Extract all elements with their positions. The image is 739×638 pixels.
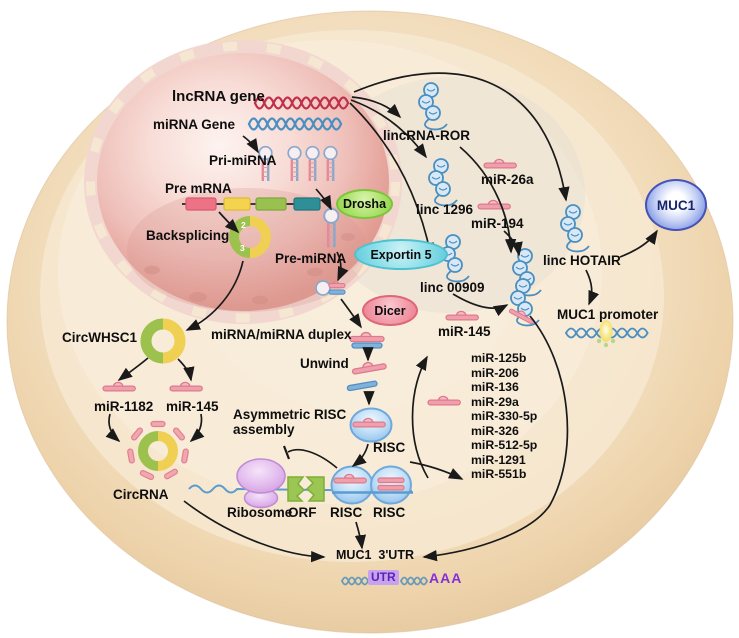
risc-a-label: RISC xyxy=(330,505,363,520)
mir-145-right-label: miR-145 xyxy=(438,324,491,339)
mir-list-item: miR-206 xyxy=(471,365,519,380)
circrna-label: CircRNA xyxy=(113,487,169,502)
asymmetric-risc-label: Asymmetric RISC assembly xyxy=(233,407,346,437)
linc-1296-label: linc 1296 xyxy=(416,202,474,217)
mir-list-item: miR-136 xyxy=(471,380,519,394)
drosha-enzyme: Drosha xyxy=(336,189,393,219)
nucleus xyxy=(84,40,402,324)
risc-free-label: RISC xyxy=(373,440,406,455)
nucleus-spots xyxy=(144,233,355,305)
lncrna-gene-label: lncRNA gene xyxy=(172,88,265,105)
circwhsc1-icon xyxy=(140,318,186,364)
circrna-icon xyxy=(126,420,190,481)
mir-list-item: miR-326 xyxy=(471,423,519,438)
muc1-3utr-label: MUC1 3'UTR xyxy=(336,548,414,562)
ribosome-icon xyxy=(236,458,286,509)
mir-26a-label: miR-26a xyxy=(481,172,534,187)
muc1-promoter-label: MUC1 promoter xyxy=(557,307,659,322)
lncrna-gene-helix-icon xyxy=(253,96,350,110)
asymmetric-risc-line2: assembly xyxy=(233,422,295,438)
mir-target-list: miR-125b miR-206 miR-136 miR-29a miR-330… xyxy=(471,351,537,482)
backsplicing-label: Backsplicing xyxy=(146,228,230,243)
exported-pre-mirna-icon xyxy=(315,280,346,296)
mirna-gene-helix-icon xyxy=(247,117,343,131)
asymmetric-risc-line1: Asymmetric RISC xyxy=(233,407,347,422)
linc-00909-label: linc 00909 xyxy=(420,280,485,295)
unwind-label: Unwind xyxy=(300,356,349,371)
mir-145-left-label: miR-145 xyxy=(166,399,219,414)
muc1-protein: MUC1 xyxy=(645,179,707,231)
exportin5-enzyme: Exportin 5 xyxy=(354,239,448,270)
dicer-enzyme: Dicer xyxy=(362,295,418,326)
risc-b-label: RISC xyxy=(373,505,406,520)
orf-icon xyxy=(287,476,325,502)
risc-complex-icons xyxy=(330,465,413,505)
mir-list-item: miR-29a xyxy=(471,394,519,409)
pre-mrna-construct-icon xyxy=(182,197,321,211)
backsplicing-circle-icon xyxy=(229,216,271,258)
ribosome-label: Ribosome xyxy=(227,505,293,520)
linc-hotair-label: linc HOTAIR xyxy=(543,253,621,268)
pre-mirna-exported-label: Pre-miRNA xyxy=(275,251,347,266)
mir-list-item: miR-512-5p xyxy=(471,438,538,452)
mir-list-item: miR-330-5p xyxy=(471,409,538,423)
donut-number-3: 3 xyxy=(240,243,245,253)
muc1-promoter-icon xyxy=(565,320,649,348)
mir-list-item: miR-125b xyxy=(471,351,527,365)
lincrna-ror-label: lincRNA-ROR xyxy=(383,128,470,143)
pri-mirna-label: Pri-miRNA xyxy=(209,153,277,168)
orf-label: ORF xyxy=(288,505,317,520)
pre-mrna-label: Pre mRNA xyxy=(165,181,232,196)
muc1-mrna-utr-icon xyxy=(341,576,428,586)
utr-tag: UTR xyxy=(368,570,399,586)
mir-1182-label: miR-1182 xyxy=(94,399,154,414)
mir-list-item: miR-1291 xyxy=(471,452,526,467)
mrna-line xyxy=(188,484,413,494)
mirna-gene-label: miRNA Gene xyxy=(153,117,236,132)
arrows xyxy=(105,72,658,563)
mirna-duplex-label: miRNA/miRNA duplex xyxy=(211,327,352,342)
mir-194-label: miR-194 xyxy=(471,216,524,231)
polya-label: AAA xyxy=(429,570,463,586)
donut-number-2: 2 xyxy=(241,220,246,230)
risc-free-icon xyxy=(349,407,393,443)
mir-list-item: miR-551b xyxy=(471,467,527,481)
circwhsc1-label: CircWHSC1 xyxy=(62,330,138,345)
